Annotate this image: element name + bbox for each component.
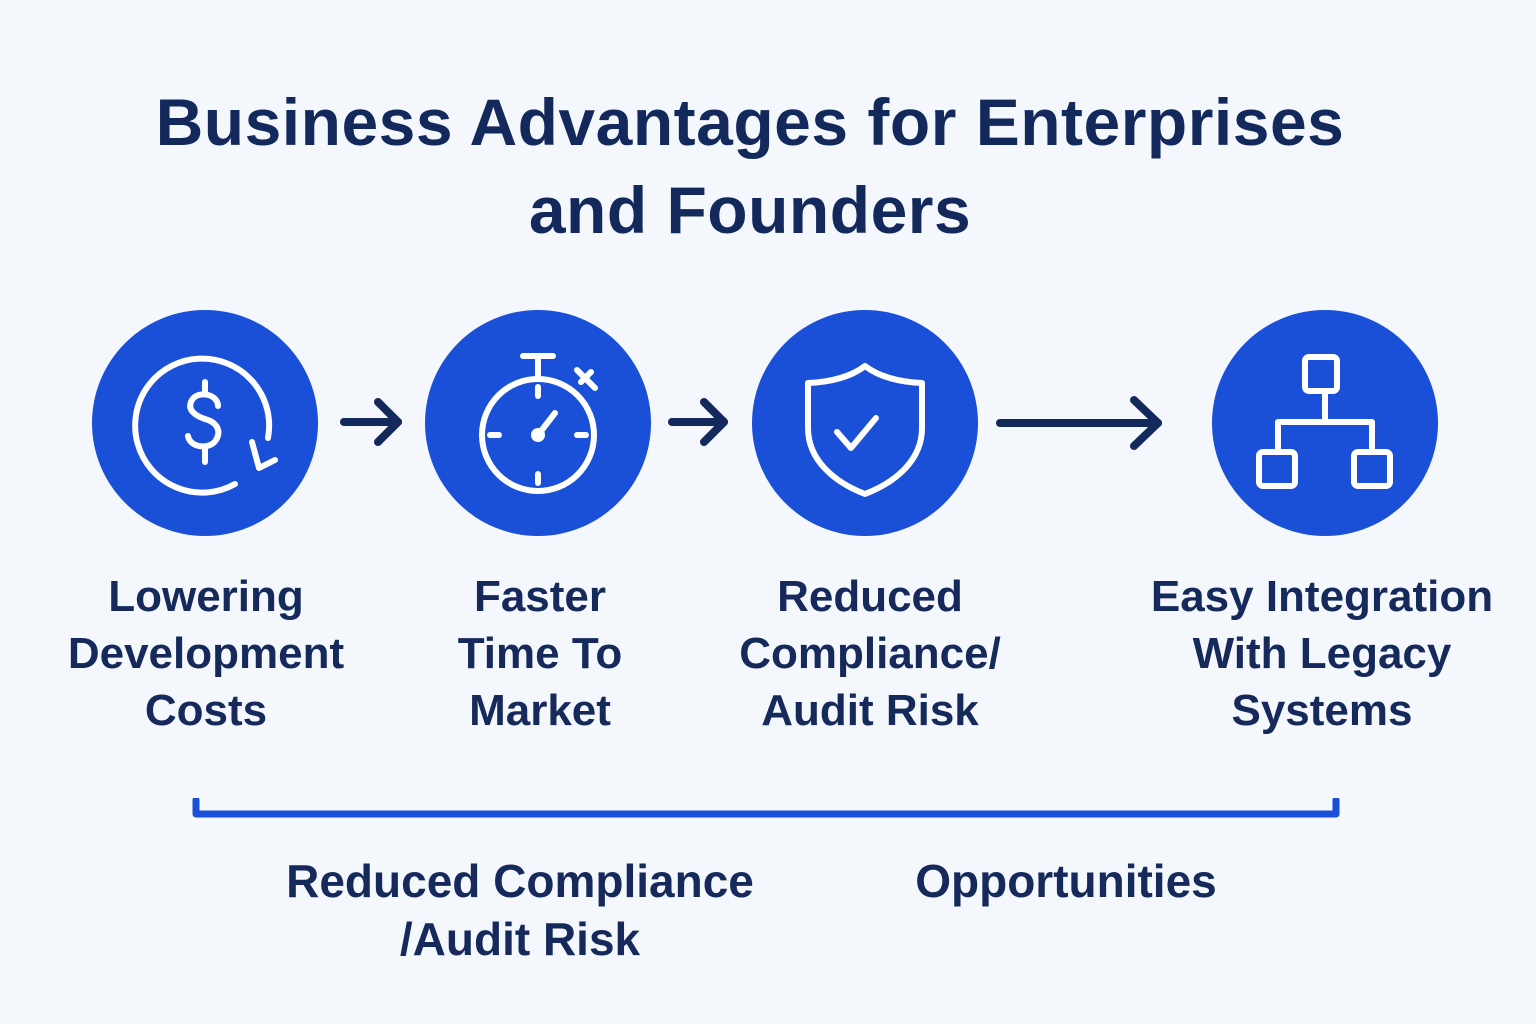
step-1-label: Lowering Development Costs: [67, 572, 345, 735]
step-3-circle: [752, 310, 978, 536]
step-2-circle: [425, 310, 651, 536]
step-3-label: Reduced Compliance/ Audit Risk: [739, 572, 1001, 735]
step-4-circle: [1212, 310, 1438, 536]
bracket-line: [192, 798, 1340, 818]
step-2-label: Faster Time To Market: [457, 572, 623, 735]
page-title: Business Advantages for Enterprises and …: [0, 78, 1500, 254]
arrow-right-icon: [668, 398, 728, 446]
arrow-right-icon: [340, 398, 402, 446]
shield-check-icon: [805, 363, 925, 497]
dollar-cycle-icon: [132, 355, 278, 496]
bottom-left-label: Reduced Compliance /Audit Risk: [286, 855, 754, 965]
title-line-1: Business Advantages for Enterprises: [155, 85, 1345, 159]
long-arrow-right-icon: [996, 396, 1162, 450]
step-1-circle: [92, 310, 318, 536]
hierarchy-network-icon: [1256, 354, 1393, 489]
title-line-2: and Founders: [528, 173, 972, 247]
stopwatch-icon: [479, 353, 598, 494]
bottom-right-label: Opportunities: [915, 855, 1217, 907]
step-4-label: Easy Integration With Legacy Systems: [1150, 572, 1494, 735]
